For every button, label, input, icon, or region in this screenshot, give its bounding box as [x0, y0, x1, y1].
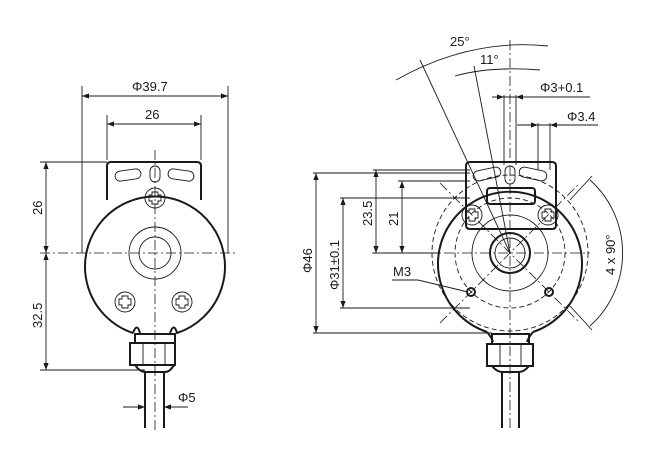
shaft-bore	[138, 236, 172, 270]
screw-icon	[144, 187, 166, 209]
dim-bracket-width: 26	[145, 107, 159, 122]
housing-outline	[437, 190, 583, 333]
bracket-slot-left	[114, 168, 142, 182]
dim-arc-11	[454, 68, 541, 77]
angle-leader	[419, 59, 511, 254]
m3-leader	[392, 279, 469, 293]
shaft-inner	[494, 237, 526, 269]
flange-ring	[471, 214, 549, 292]
bracket-window	[486, 187, 536, 205]
cable	[501, 372, 520, 428]
dim-bottom-height: 32.5	[30, 303, 45, 328]
screw-icon	[171, 291, 193, 313]
dim-angle-inner: 11°	[480, 52, 499, 67]
bolt-circle	[454, 197, 566, 309]
dim-arc-25	[395, 44, 549, 81]
dim-top-height: 26	[30, 201, 45, 215]
bracket-slot-center	[504, 165, 516, 185]
shaft-bore	[489, 232, 531, 274]
bracket-slot-right	[518, 166, 548, 182]
cable	[144, 372, 165, 428]
dim-angular-spacing: 4 x 90°	[603, 234, 618, 275]
dim-height-21: 21	[386, 212, 401, 226]
dim-bolt-circle: Φ31±0.1	[327, 240, 342, 290]
thread-label: M3	[393, 264, 411, 279]
cable-gland	[486, 333, 534, 373]
cable-gland	[129, 333, 176, 373]
m3-hole	[544, 287, 554, 297]
dim-hole: Φ3.4	[567, 109, 595, 124]
bracket-slot-center	[149, 165, 161, 183]
dim-diameter-body: Φ39.7	[132, 79, 168, 94]
screw-icon	[537, 204, 559, 226]
mounting-bracket	[465, 161, 557, 230]
left-view: Φ39.7 26 26 32.5 Φ5	[30, 79, 235, 430]
mounting-bracket	[106, 161, 202, 200]
bracket-slot-right	[167, 168, 195, 182]
screw-icon	[114, 291, 136, 313]
dim-outer-diameter: Φ46	[300, 248, 315, 273]
bracket-slot-left	[472, 166, 502, 182]
dim-cable-diameter: Φ5	[178, 390, 196, 405]
right-view: 25° 11° Φ3+0.1 Φ3.4 Φ46 Φ31±0.1 23.5 21 …	[300, 34, 624, 430]
dim-slot-hole: Φ3+0.1	[540, 80, 583, 95]
screw-icon	[461, 204, 483, 226]
dim-height-23-5: 23.5	[360, 201, 375, 226]
dim-angle-outer: 25°	[450, 34, 470, 49]
housing-neck	[132, 326, 141, 334]
hub	[128, 226, 182, 280]
angle-leader	[473, 65, 511, 254]
dim-arc-90	[569, 175, 624, 331]
housing-outline	[84, 195, 226, 335]
